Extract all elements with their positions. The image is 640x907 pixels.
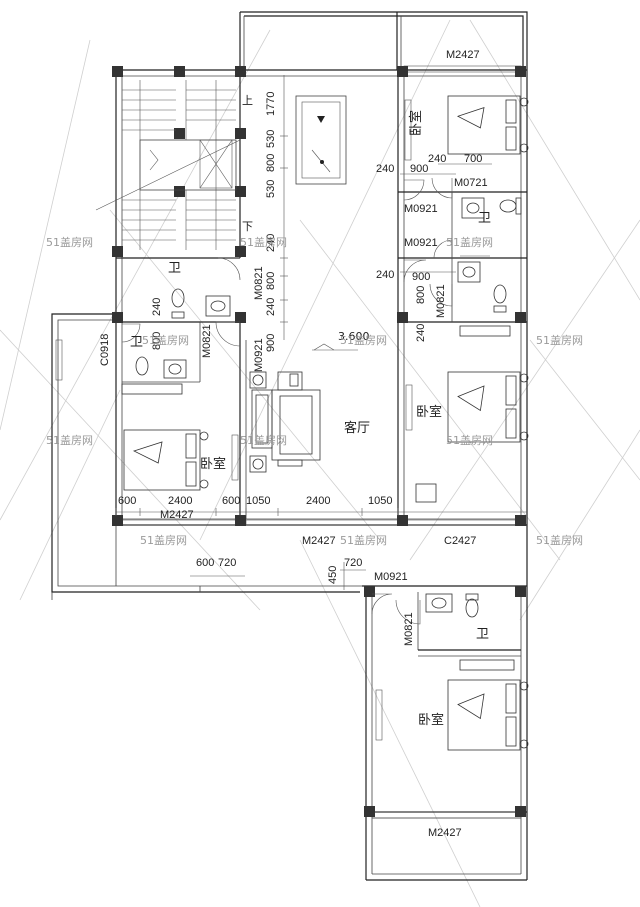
room-label-bath-stair: 卫	[168, 261, 181, 276]
watermark: 51盖房网	[142, 333, 189, 347]
dim-720-a: 720	[218, 557, 236, 569]
bed-lower	[447, 679, 529, 751]
watermark: 51盖房网	[536, 533, 583, 547]
code-bottom-door: M2427	[428, 827, 462, 839]
watermark: 51盖房网	[240, 235, 287, 249]
bed-upper	[447, 95, 529, 155]
code-m0921-c: M0921	[253, 338, 265, 372]
dim-240-r1: 240	[376, 163, 394, 175]
bed-mid	[447, 371, 529, 443]
code-m0921-d: M0921	[374, 571, 408, 583]
stair-down-label: 下	[242, 220, 253, 233]
dim-720-b: 720	[344, 557, 362, 569]
code-c2427: C2427	[444, 535, 476, 547]
dim-600-b: 600	[222, 495, 240, 507]
code-m0821-d: M0821	[403, 612, 415, 646]
dim-1050-a: 1050	[246, 495, 270, 507]
code-m0721: M0721	[454, 177, 488, 189]
room-label-bedroom-lower: 卧室	[418, 712, 444, 728]
dim-600-c: 600	[196, 557, 214, 569]
stair-up-label: 上	[242, 94, 253, 107]
watermark: 51盖房网	[46, 235, 93, 249]
dim-530-a: 530	[265, 130, 277, 148]
dim-2400-b: 2400	[306, 495, 330, 507]
watermark-grid	[0, 19, 640, 907]
code-m0821-b: M0821	[435, 284, 447, 318]
code-top-door: M2427	[446, 49, 480, 61]
dim-800-a: 800	[265, 154, 277, 172]
room-label-bath-right: 卫	[478, 211, 491, 226]
watermark: 51盖房网	[140, 533, 187, 547]
dim-900-r2: 900	[412, 271, 430, 283]
code-m0821-c: M0821	[201, 324, 213, 358]
dim-240-a: 240	[265, 234, 277, 252]
room-label-bath-left: 卫	[130, 335, 143, 350]
columns	[112, 66, 526, 817]
code-m0921-b: M0921	[404, 237, 438, 249]
room-label-bath-lower: 卫	[476, 627, 489, 642]
dim-2400-a: 2400	[168, 495, 192, 507]
watermark: 51盖房网	[340, 333, 387, 347]
dim-700: 700	[464, 153, 482, 165]
watermark: 51盖房网	[46, 433, 93, 447]
watermark: 51盖房网	[340, 533, 387, 547]
dim-240-r4: 240	[415, 324, 427, 342]
dim-1770: 1770	[265, 92, 277, 116]
dimension-lines	[115, 75, 527, 590]
staircase	[95, 80, 241, 250]
dim-900-r: 900	[410, 163, 428, 175]
watermark: 51盖房网	[446, 235, 493, 249]
dim-900-a: 900	[265, 334, 277, 352]
dim-800-b: 800	[265, 272, 277, 290]
void-shaft	[295, 95, 347, 185]
doors	[121, 177, 453, 625]
code-living-door: M2427	[302, 535, 336, 547]
code-m0821-a: M0821	[253, 266, 265, 300]
dim-800-l: 800	[151, 332, 163, 350]
watermark: 51盖房网	[536, 333, 583, 347]
level-mark: 3.600	[338, 330, 370, 343]
dim-1050-b: 1050	[368, 495, 392, 507]
code-c0918: C0918	[99, 334, 111, 366]
watermark: 51盖房网	[240, 433, 287, 447]
dim-530-b: 530	[265, 180, 277, 198]
dim-240-r2: 240	[428, 153, 446, 165]
bedroom-furniture	[123, 95, 529, 751]
room-label-bedroom-left: 卧室	[200, 456, 226, 472]
dim-800-r: 800	[415, 286, 427, 304]
code-left-door: M2427	[160, 509, 194, 521]
dim-240-l: 240	[151, 298, 163, 316]
room-label-bedroom-mid: 卧室	[416, 404, 442, 420]
dim-240-b: 240	[265, 298, 277, 316]
dim-450: 450	[327, 566, 339, 584]
code-m0921-a: M0921	[404, 203, 438, 215]
sofa-set	[249, 371, 321, 473]
room-label-bedroom-upper: 卧室	[408, 110, 424, 136]
bed-left	[123, 429, 209, 491]
bath-fixtures	[121, 197, 522, 671]
dim-600-a: 600	[118, 495, 136, 507]
dim-240-r3: 240	[376, 269, 394, 281]
room-label-living: 客厅	[344, 420, 370, 436]
watermark: 51盖房网	[446, 433, 493, 447]
